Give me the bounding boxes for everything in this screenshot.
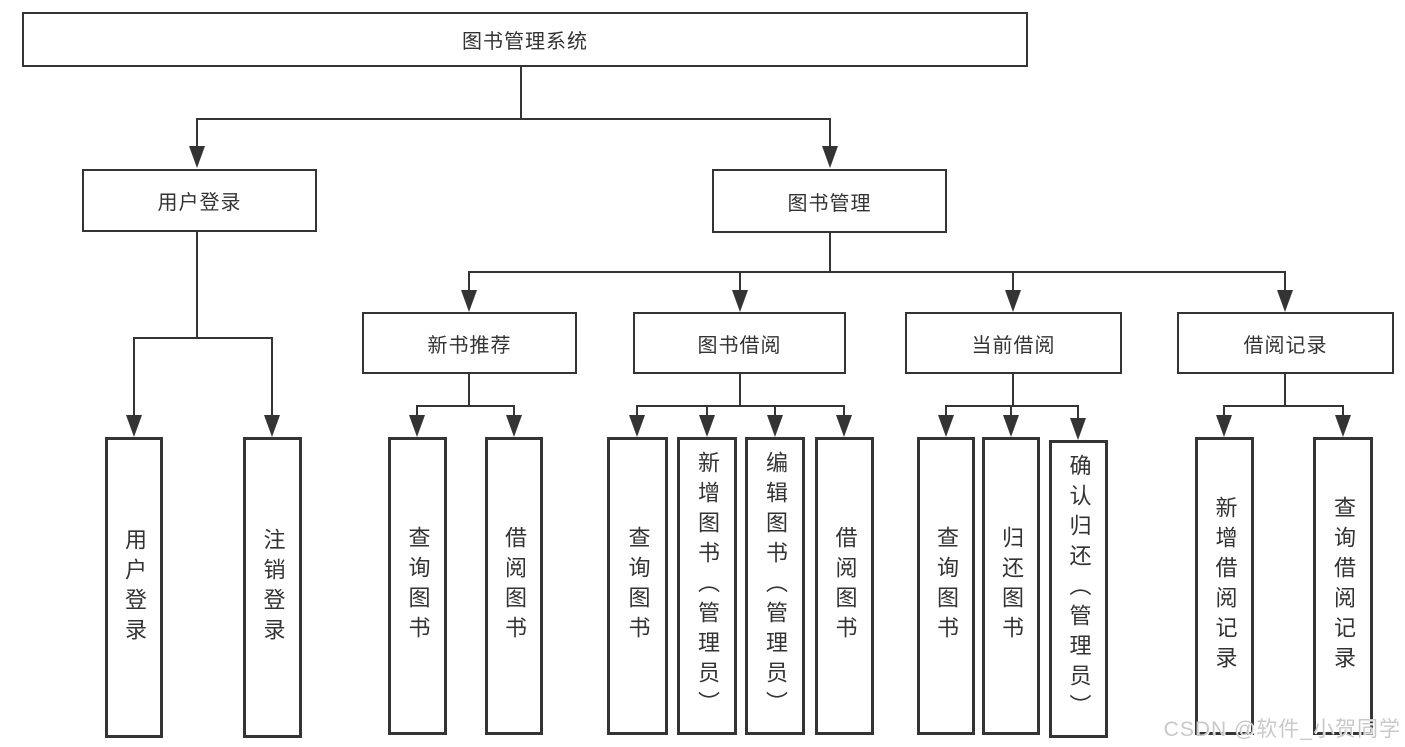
- connector-line: [271, 337, 273, 417]
- leaf-rec-borrow-books-label: 借阅图书: [502, 526, 527, 646]
- arrowhead-icon: [126, 415, 142, 437]
- leaf-br-add-record: 新增借阅记录: [1195, 437, 1254, 735]
- leaf-user-login-label: 用户登录: [122, 527, 147, 648]
- connector-line: [739, 271, 741, 292]
- node-user-login-label: 用户登录: [157, 192, 242, 214]
- leaf-bb-query-books-label: 查询图书: [625, 526, 651, 646]
- leaf-bb-add-books-admin-label: 新增图书（管理员）: [695, 451, 720, 721]
- node-book-management-label: 图书管理: [787, 192, 872, 215]
- arrowhead-icon: [461, 290, 477, 312]
- leaf-rec-borrow-books: 借阅图书: [485, 437, 543, 735]
- connector-line: [1012, 271, 1014, 292]
- arrowhead-icon: [938, 415, 954, 437]
- node-root-label: 图书管理系统: [462, 31, 588, 53]
- connector-line: [520, 67, 522, 118]
- leaf-cb-query-books-label: 查询图书: [934, 526, 959, 646]
- connector-line: [468, 271, 470, 292]
- leaf-bb-edit-books-admin-label: 编辑图书（管理员）: [763, 451, 788, 721]
- leaf-cb-return-books-label: 归还图书: [999, 526, 1024, 646]
- connector-line: [133, 337, 135, 417]
- arrowhead-icon: [1335, 415, 1351, 437]
- connector-line: [513, 405, 515, 417]
- node-new-book-recommend: 新书推荐: [362, 312, 577, 374]
- watermark: CSDN @软件_小贺同学: [1163, 718, 1401, 741]
- arrowhead-icon: [822, 146, 838, 168]
- connector-line: [1284, 271, 1286, 292]
- arrowhead-icon: [409, 415, 425, 437]
- leaf-user-login: 用户登录: [105, 437, 163, 738]
- connector-line: [417, 405, 515, 407]
- leaf-bb-edit-books-admin: 编辑图书（管理员）: [745, 437, 805, 735]
- arrowhead-icon: [506, 415, 522, 437]
- connector-line: [469, 271, 1286, 273]
- arrowhead-icon: [1005, 290, 1021, 312]
- connector-line: [1010, 405, 1012, 417]
- leaf-rec-query-books: 查询图书: [388, 437, 447, 735]
- connector-line: [946, 405, 1079, 407]
- leaf-br-query-record: 查询借阅记录: [1313, 437, 1373, 735]
- connector-line: [637, 405, 845, 407]
- leaf-cb-confirm-return-admin-label: 确认归还（管理员）: [1066, 454, 1092, 724]
- arrowhead-icon: [836, 415, 852, 437]
- connector-line: [1223, 405, 1225, 417]
- connector-line: [1012, 374, 1014, 405]
- connector-line: [416, 405, 418, 417]
- leaf-br-add-record-label: 新增借阅记录: [1212, 496, 1238, 676]
- connector-line: [1342, 405, 1344, 417]
- leaf-logout: 注销登录: [243, 437, 302, 738]
- arrowhead-icon: [189, 146, 205, 168]
- node-book-borrow-label: 图书借阅: [697, 334, 782, 357]
- node-user-login: 用户登录: [82, 169, 317, 232]
- leaf-bb-borrow-books-label: 借阅图书: [832, 526, 858, 646]
- arrowhead-icon: [699, 415, 715, 437]
- leaf-bb-query-books: 查询图书: [607, 437, 668, 735]
- connector-line: [196, 232, 198, 337]
- leaf-logout-label: 注销登录: [260, 527, 286, 648]
- connector-line: [197, 118, 831, 120]
- arrowhead-icon: [1003, 415, 1019, 437]
- leaf-rec-query-books-label: 查询图书: [405, 526, 431, 646]
- connector-line: [945, 405, 947, 417]
- connector-line: [829, 118, 831, 148]
- connector-line: [196, 118, 198, 148]
- arrowhead-icon: [1070, 418, 1086, 440]
- leaf-cb-return-books: 归还图书: [982, 437, 1040, 735]
- arrowhead-icon: [629, 415, 645, 437]
- node-current-borrow: 当前借阅: [905, 312, 1122, 374]
- connector-line: [706, 405, 708, 417]
- node-borrow-records: 借阅记录: [1177, 312, 1394, 374]
- leaf-cb-query-books: 查询图书: [917, 437, 975, 735]
- connector-line: [468, 374, 470, 405]
- node-book-management: 图书管理: [712, 169, 947, 233]
- connector-line: [774, 405, 776, 417]
- connector-line: [636, 405, 638, 417]
- connector-line: [134, 337, 273, 339]
- node-book-borrow: 图书借阅: [633, 312, 846, 374]
- leaf-br-query-record-label: 查询借阅记录: [1331, 496, 1356, 676]
- node-root: 图书管理系统: [22, 12, 1028, 67]
- node-new-book-recommend-label: 新书推荐: [427, 334, 512, 357]
- arrowhead-icon: [732, 290, 748, 312]
- leaf-bb-borrow-books: 借阅图书: [815, 437, 874, 735]
- arrowhead-icon: [264, 415, 280, 437]
- leaf-cb-confirm-return-admin: 确认归还（管理员）: [1049, 440, 1108, 738]
- arrowhead-icon: [767, 415, 783, 437]
- arrowhead-icon: [1277, 290, 1293, 312]
- connector-line: [843, 405, 845, 417]
- node-current-borrow-label: 当前借阅: [971, 334, 1056, 357]
- connector-line: [1224, 405, 1343, 407]
- leaf-bb-add-books-admin: 新增图书（管理员）: [677, 437, 737, 735]
- connector-line: [829, 233, 831, 271]
- arrowhead-icon: [1216, 415, 1232, 437]
- connector-line: [1077, 405, 1079, 419]
- connector-line: [739, 374, 741, 405]
- node-borrow-records-label: 借阅记录: [1243, 334, 1328, 357]
- connector-line: [1284, 374, 1286, 405]
